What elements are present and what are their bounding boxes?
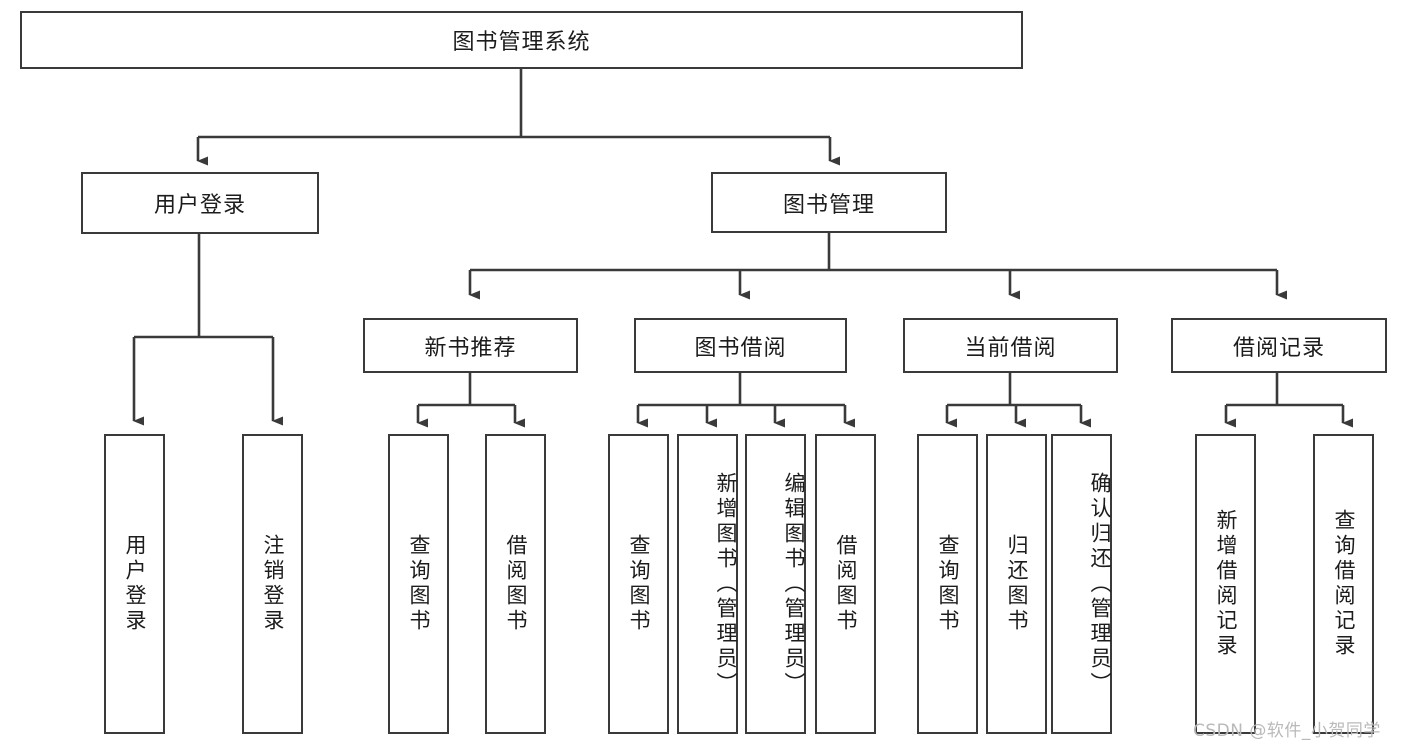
node-new-book-recommend[interactable]: 新书推荐 xyxy=(363,318,578,373)
leaf-edit-book[interactable]: 编辑图书（管理员） xyxy=(745,434,806,734)
watermark-text: CSDN @软件_小贺同学 xyxy=(1193,721,1381,741)
leaf-borrow-book-1[interactable]: 借阅图书 xyxy=(485,434,546,734)
leaf-return-book[interactable]: 归还图书 xyxy=(986,434,1047,734)
leaf-query-book-2[interactable]: 查询图书 xyxy=(608,434,669,734)
leaf-confirm-return[interactable]: 确认归还（管理员） xyxy=(1051,434,1112,734)
node-user-login[interactable]: 用户登录 xyxy=(81,172,319,234)
node-borrow-record[interactable]: 借阅记录 xyxy=(1171,318,1387,373)
leaf-user-logout[interactable]: 注销登录 xyxy=(242,434,303,734)
node-current-borrow[interactable]: 当前借阅 xyxy=(903,318,1118,373)
node-book-borrow[interactable]: 图书借阅 xyxy=(634,318,847,373)
leaf-query-book-1[interactable]: 查询图书 xyxy=(388,434,449,734)
leaf-user-login[interactable]: 用户登录 xyxy=(104,434,165,734)
leaf-borrow-book-2[interactable]: 借阅图书 xyxy=(815,434,876,734)
node-root[interactable]: 图书管理系统 xyxy=(20,11,1023,69)
leaf-query-book-3[interactable]: 查询图书 xyxy=(917,434,978,734)
leaf-add-record[interactable]: 新增借阅记录 xyxy=(1195,434,1256,734)
leaf-query-record[interactable]: 查询借阅记录 xyxy=(1313,434,1374,734)
leaf-add-book[interactable]: 新增图书（管理员） xyxy=(677,434,738,734)
node-book-manage[interactable]: 图书管理 xyxy=(711,172,947,233)
